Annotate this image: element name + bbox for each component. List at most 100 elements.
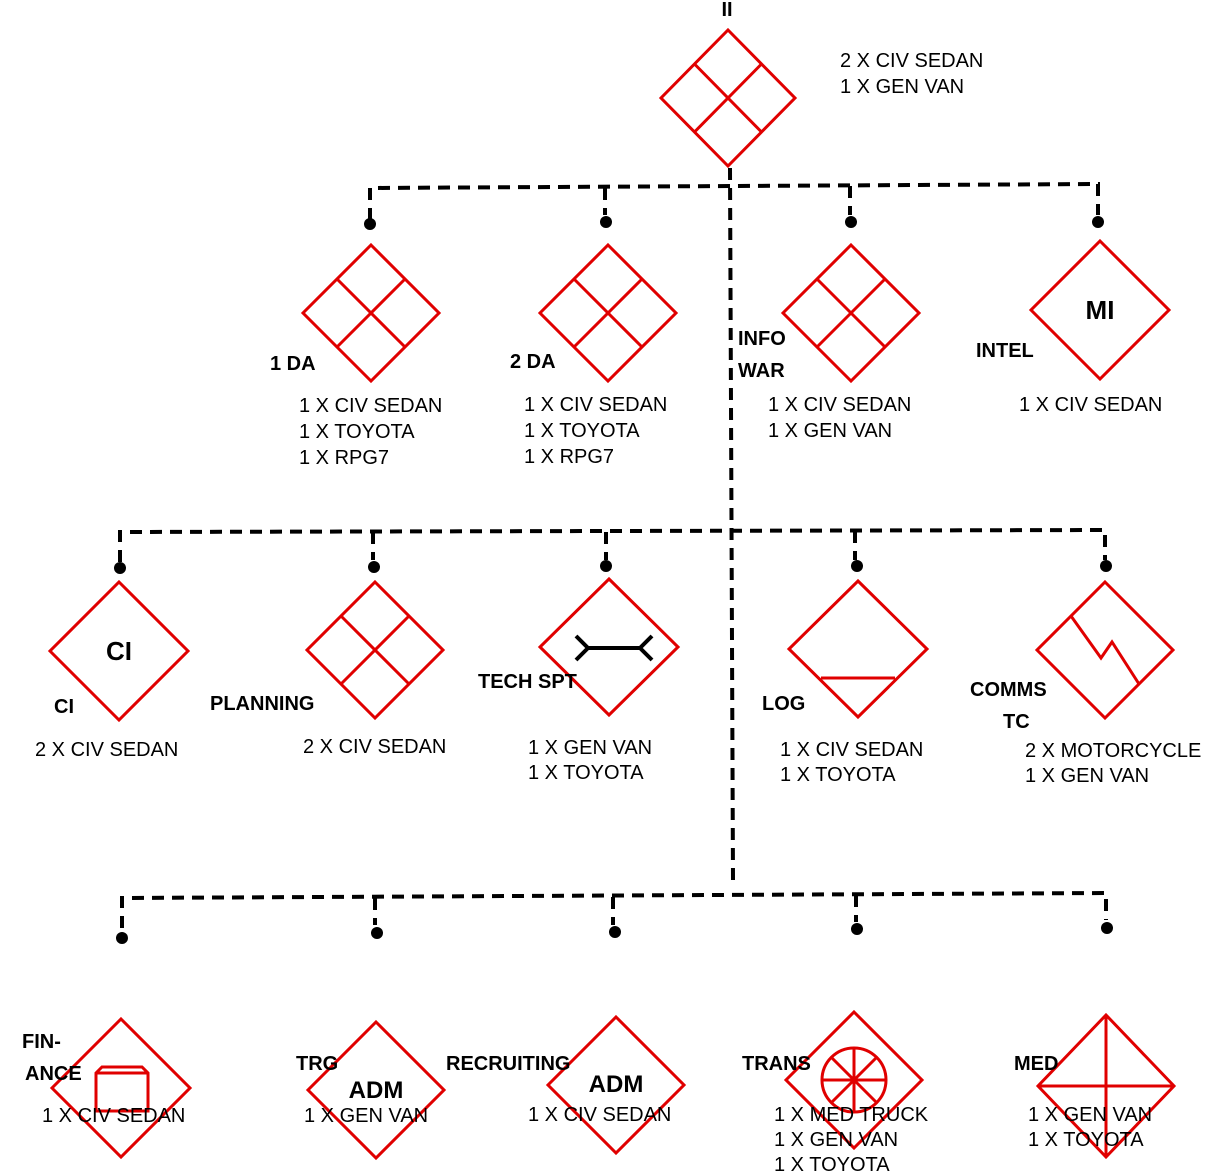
signal-symbol: [1034, 579, 1176, 721]
equipment-line: 1 X RPG7: [524, 446, 614, 468]
dot-log: [851, 560, 863, 572]
dot-finance: [116, 932, 128, 944]
equipment-line: 1 X RPG7: [299, 447, 389, 469]
dot-trans: [851, 923, 863, 935]
symbol-text: MI: [1086, 295, 1115, 325]
equipment-line: 1 X GEN VAN: [528, 737, 652, 759]
dot-comms: [1100, 560, 1112, 572]
equipment-line: 1 X CIV SEDAN: [768, 394, 911, 416]
equipment-line: 1 X CIV SEDAN: [780, 739, 923, 761]
row3-bus: [120, 890, 1108, 928]
connectors: [118, 167, 1108, 928]
equipment-line: 1 X GEN VAN: [768, 420, 892, 442]
infantry-symbol: [780, 242, 922, 384]
unit-finance: FIN- ANCE 1 X CIV SEDAN: [22, 1016, 193, 1160]
dot-planning: [368, 561, 380, 573]
unit-label: TC: [1003, 711, 1030, 733]
unit-infowar: INFO WAR 1 X CIV SEDAN 1 X GEN VAN: [738, 242, 922, 442]
unit-label: ANCE: [25, 1063, 82, 1085]
hq-echelon-mark: II: [721, 0, 732, 21]
trunk-line: [728, 167, 735, 881]
equipment-line: 1 X TOYOTA: [774, 1154, 890, 1174]
supply-symbol: [786, 578, 930, 720]
symbol-text: ADM: [349, 1077, 404, 1104]
unit-med: MED 1 X GEN VAN 1 X TOYOTA: [1014, 1012, 1177, 1160]
equipment-line: 1 X GEN VAN: [1025, 765, 1149, 787]
row1-bus: [368, 181, 1100, 220]
unit-label: RECRUITING: [446, 1053, 570, 1075]
unit-recruiting: ADM RECRUITING 1 X CIV SEDAN: [446, 1014, 687, 1156]
dot-infowar: [845, 216, 857, 228]
unit-label: MED: [1014, 1053, 1058, 1075]
unit-label: INTEL: [976, 340, 1034, 362]
dot-trg: [371, 927, 383, 939]
folder-icon: [94, 1065, 150, 1113]
row2-bus: [118, 527, 1107, 562]
symbol-text: ADM: [589, 1071, 644, 1098]
equipment-line: 1 X CIV SEDAN: [528, 1104, 671, 1126]
equipment-line: 1 X TOYOTA: [780, 764, 896, 786]
lightning-icon: [1069, 615, 1141, 685]
unit-label: PLANNING: [210, 693, 314, 715]
transport-symbol: [783, 1009, 925, 1151]
unit-ci: CI CI 2 X CIV SEDAN: [35, 579, 191, 761]
unit-label: 2 DA: [510, 351, 556, 373]
ci-symbol: [47, 579, 191, 723]
hq-unit: II 2 X CIV SEDAN 1 X GEN VAN: [658, 0, 983, 169]
infantry-symbol: [537, 242, 679, 384]
unit-label: LOG: [762, 693, 805, 715]
medical-symbol: [1035, 1012, 1177, 1160]
equipment-line: 1 X GEN VAN: [774, 1129, 898, 1151]
adm-symbol: [305, 1019, 447, 1161]
dot-med: [1101, 922, 1113, 934]
equipment-line: 1 X TOYOTA: [524, 420, 640, 442]
unit-label: COMMS: [970, 679, 1047, 701]
unit-label: INFO: [738, 328, 786, 350]
dot-recruiting: [609, 926, 621, 938]
finance-symbol: [49, 1016, 193, 1160]
dot-techspt: [600, 560, 612, 572]
mi-symbol: [1028, 238, 1172, 382]
dot-1da: [364, 218, 376, 230]
equipment-line: 2 X CIV SEDAN: [35, 739, 178, 761]
equipment-line: 1 X CIV SEDAN: [299, 395, 442, 417]
equipment-line: 1 X TOYOTA: [528, 762, 644, 784]
hq-equipment-2: 1 X GEN VAN: [840, 76, 964, 98]
unit-label: TECH SPT: [478, 671, 577, 693]
unit-label: FIN-: [22, 1031, 61, 1053]
equipment-line: 2 X MOTORCYCLE: [1025, 740, 1201, 762]
symbol-text: CI: [106, 636, 132, 666]
infantry-symbol: [304, 579, 446, 721]
unit-label: 1 DA: [270, 353, 316, 375]
dot-intel: [1092, 216, 1104, 228]
unit-intel: MI INTEL 1 X CIV SEDAN: [976, 238, 1172, 416]
hq-symbol: [658, 27, 798, 169]
unit-2da: 2 DA 1 X CIV SEDAN 1 X TOYOTA 1 X RPG7: [510, 242, 679, 468]
equipment-line: 1 X CIV SEDAN: [42, 1105, 185, 1127]
unit-label: TRG: [296, 1053, 338, 1075]
equipment-line: 1 X GEN VAN: [304, 1105, 428, 1127]
connector-dots: [114, 216, 1113, 944]
unit-planning: PLANNING 2 X CIV SEDAN: [210, 579, 446, 758]
unit-label: WAR: [738, 360, 785, 382]
adm-symbol: [545, 1014, 687, 1156]
equipment-line: 1 X TOYOTA: [299, 421, 415, 443]
maintenance-symbol: [537, 576, 681, 718]
unit-trans: TRANS 1 X MED TRUCK 1 X GEN VAN 1 X TOYO…: [742, 1009, 929, 1174]
dot-ci: [114, 562, 126, 574]
equipment-line: 2 X CIV SEDAN: [303, 736, 446, 758]
infantry-symbol: [300, 242, 442, 384]
equipment-line: 1 X TOYOTA: [1028, 1129, 1144, 1151]
equipment-line: 1 X GEN VAN: [1028, 1104, 1152, 1126]
unit-label: TRANS: [742, 1053, 811, 1075]
equipment-line: 1 X CIV SEDAN: [1019, 394, 1162, 416]
unit-label: CI: [54, 696, 74, 718]
equipment-line: 1 X CIV SEDAN: [524, 394, 667, 416]
equipment-line: 1 X MED TRUCK: [774, 1104, 929, 1126]
unit-techspt: TECH SPT 1 X GEN VAN 1 X TOYOTA: [478, 576, 681, 784]
unit-comms: COMMS TC 2 X MOTORCYCLE 1 X GEN VAN: [970, 579, 1201, 787]
unit-trg: ADM TRG 1 X GEN VAN: [296, 1019, 447, 1161]
dot-2da: [600, 216, 612, 228]
unit-log: LOG 1 X CIV SEDAN 1 X TOYOTA: [762, 578, 930, 786]
